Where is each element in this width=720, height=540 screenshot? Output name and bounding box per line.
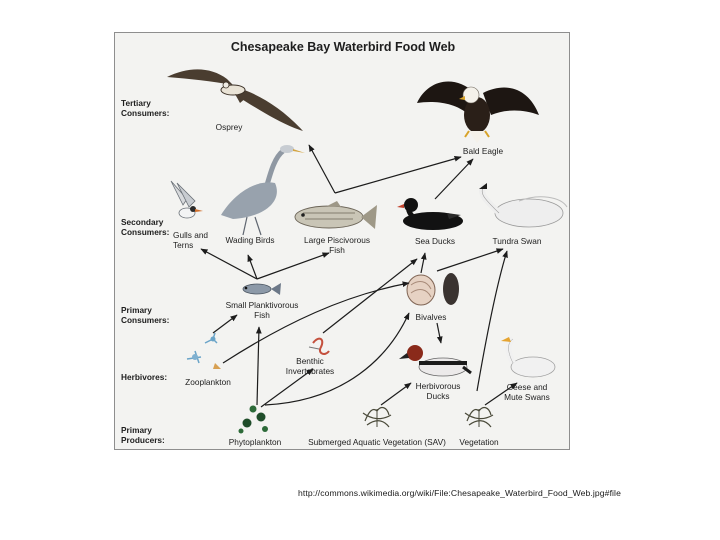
label-line: Herbivorous <box>416 381 461 391</box>
label-line: Bald Eagle <box>463 146 504 156</box>
label-line: Vegetation <box>459 437 499 447</box>
label-line: Consumers: <box>121 227 169 237</box>
label-line: Consumers: <box>121 108 169 118</box>
arrow-phytoplankton-to-bivalves <box>264 312 410 406</box>
arrow-vegetation-to-tundra-swan <box>476 250 508 392</box>
label-line: Osprey <box>216 122 244 132</box>
herbivorous-ducks-image <box>399 345 472 377</box>
label-line: Herbivores: <box>121 372 167 382</box>
label-line: Ducks <box>426 391 449 401</box>
label-osprey: Osprey <box>216 122 244 132</box>
source-url: http://commons.wikimedia.org/wiki/File:C… <box>298 488 621 498</box>
label-vegetation: Vegetation <box>459 437 499 447</box>
label-line: Bivalves <box>416 312 447 322</box>
level-herbivores: Herbivores: <box>121 372 167 382</box>
label-zooplankton: Zooplankton <box>185 377 231 387</box>
label-line: Tundra Swan <box>492 236 541 246</box>
arrow-bivalves-to-herbivorous-ducks <box>436 322 443 344</box>
label-line: Zooplankton <box>185 377 231 387</box>
label-line: Small Planktivorous <box>226 300 299 310</box>
label-line: Producers: <box>121 435 165 445</box>
arrow-bivalves-to-tundra-swan <box>436 248 504 272</box>
large-piscivorous-fish-image <box>294 201 377 229</box>
label-line: Benthic <box>296 356 324 366</box>
submerged-aquatic-vegetation-image <box>362 406 392 428</box>
label-line: Large Piscivorous <box>304 235 370 245</box>
arrow-benthic-to-sea-ducks <box>322 258 418 334</box>
label-tundra-swan: Tundra Swan <box>492 236 541 246</box>
arrow-sea-ducks-to-bald-eagle <box>434 158 474 200</box>
label-wading-birds: Wading Birds <box>225 235 274 245</box>
label-line: Phytoplankton <box>229 437 282 447</box>
label-line: Mute Swans <box>504 392 550 402</box>
label-line: Gulls and <box>173 230 208 240</box>
label-line: Terns <box>173 240 193 250</box>
food-web-figure: Chesapeake Bay Waterbird Food Web Tertia… <box>114 32 570 450</box>
label-line: Consumers: <box>121 315 169 325</box>
wading-birds-image <box>221 145 305 236</box>
label-line: Primary <box>121 425 152 435</box>
label-bald-eagle: Bald Eagle <box>463 146 504 156</box>
benthic-invertebrates-image <box>308 337 330 355</box>
label-line: Wading Birds <box>225 235 274 245</box>
arrow-small-fish-to-wading-birds <box>247 254 258 280</box>
geese-and-mute-swans-image <box>501 336 556 378</box>
label-line: Submerged Aquatic Vegetation (SAV) <box>308 437 446 447</box>
osprey-image <box>167 69 303 131</box>
label-line: Primary <box>121 305 152 315</box>
arrow-sav-to-herbivorous-ducks <box>380 382 412 406</box>
arrow-large-fish-to-bald-eagle <box>334 156 462 194</box>
bald-eagle-image <box>417 81 539 143</box>
arrow-zooplankton-to-small-fish <box>212 314 238 334</box>
label-line: Secondary <box>121 217 164 227</box>
bivalves-image <box>406 273 459 306</box>
food-web-diagram: Chesapeake Bay Waterbird Food Web Tertia… <box>121 40 568 447</box>
gulls-and-terns-image <box>170 180 203 219</box>
label-line: Tertiary <box>121 98 151 108</box>
arrow-vegetation-to-geese <box>484 382 518 406</box>
small-planktivorous-fish-image <box>242 283 281 295</box>
label-bivalves: Bivalves <box>416 312 447 322</box>
arrow-zooplankton-to-sea-ducks <box>222 281 410 364</box>
label-line: Fish <box>254 310 270 320</box>
arrow-small-fish-to-large-fish <box>256 252 330 280</box>
label-sea-ducks: Sea Ducks <box>415 236 455 246</box>
zooplankton-image <box>186 332 221 369</box>
label-submerged-aquatic-vegetation: Submerged Aquatic Vegetation (SAV) <box>308 437 446 447</box>
arrow-phytoplankton-to-small-fish <box>255 326 262 406</box>
tundra-swan-image <box>479 182 568 228</box>
arrow-large-fish-to-osprey <box>308 144 336 194</box>
vegetation-image <box>464 406 494 428</box>
arrow-phytoplankton-to-benthic <box>260 368 314 408</box>
arrow-bivalves-to-sea-ducks <box>420 252 427 274</box>
label-line: Geese and <box>507 382 548 392</box>
phytoplankton-image <box>238 405 268 434</box>
diagram-title: Chesapeake Bay Waterbird Food Web <box>231 40 456 54</box>
arrows <box>200 144 518 408</box>
label-line: Sea Ducks <box>415 236 455 246</box>
sea-ducks-image <box>397 198 463 230</box>
label-line: Fish <box>329 245 345 255</box>
label-phytoplankton: Phytoplankton <box>229 437 282 447</box>
arrow-small-fish-to-gulls <box>200 248 258 280</box>
